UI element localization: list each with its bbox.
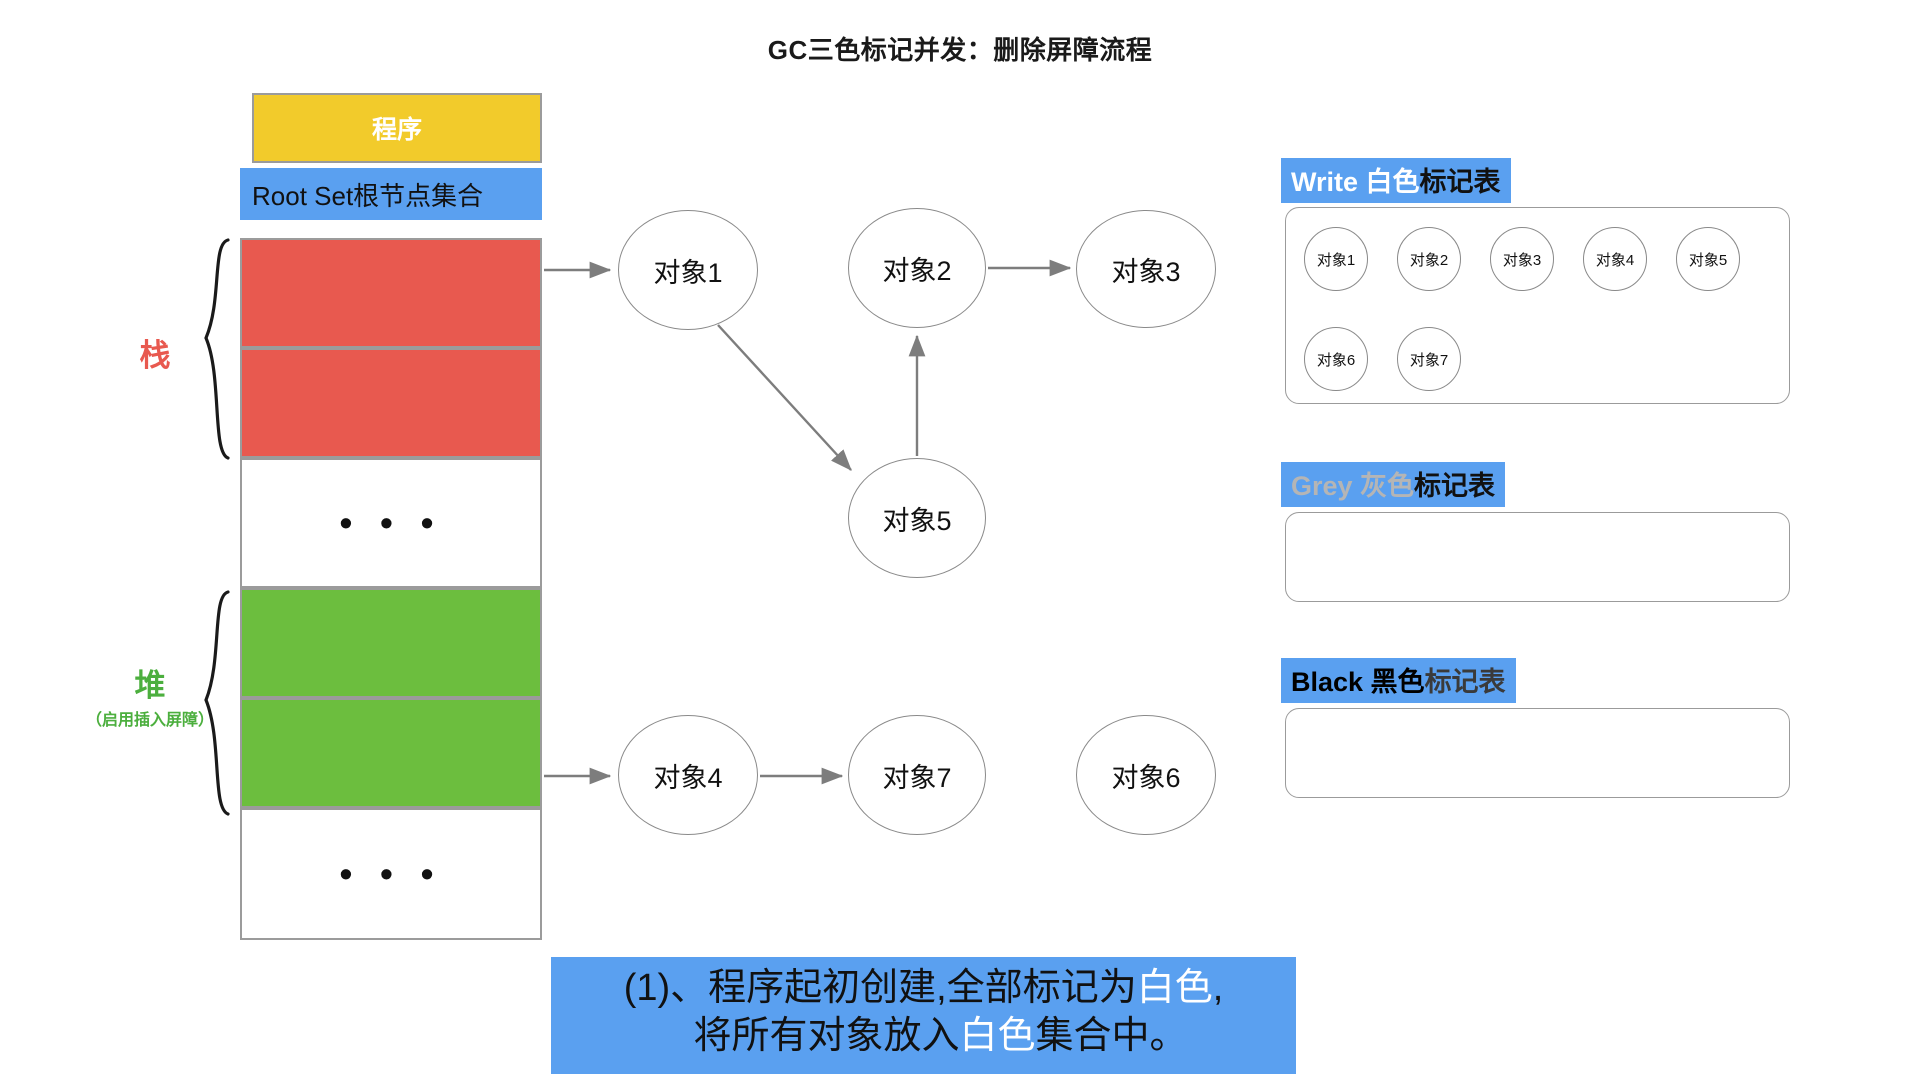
white-table-item-4: 对象4 <box>1583 227 1647 291</box>
white-table-item-4-label: 对象4 <box>1595 251 1635 269</box>
root-set-label: Root Set根节点集合 <box>252 180 484 211</box>
white-table-item-2-label: 对象2 <box>1409 251 1449 269</box>
graph-node-obj2-label: 对象2 <box>882 255 952 286</box>
graph-node-obj1-label: 对象1 <box>653 257 723 288</box>
graph-node-obj6-label: 对象6 <box>1111 762 1181 793</box>
grey-table-box <box>1285 512 1790 602</box>
graph-node-obj3: 对象3 <box>1076 210 1216 328</box>
white-table-header-en: Write 白色 <box>1291 167 1420 197</box>
caption-line2-pre: 将所有对象放入 <box>693 1014 960 1057</box>
white-table-item-3-label: 对象3 <box>1502 251 1542 269</box>
grey-table-header-en: Grey 灰色 <box>1291 471 1415 501</box>
heap-group-label: 堆 <box>134 668 166 703</box>
white-table-item-6-label: 对象6 <box>1316 351 1356 369</box>
white-table-item-5: 对象5 <box>1676 227 1740 291</box>
grey-table-header: Grey 灰色标记表 <box>1281 462 1506 507</box>
stack-slot-2 <box>240 348 542 458</box>
white-table-item-6: 对象6 <box>1304 327 1368 391</box>
heap-ellipsis-label: • • • <box>339 853 443 894</box>
caption-line2-post: 集合中。 <box>1035 1014 1188 1057</box>
graph-node-obj4: 对象4 <box>618 715 758 835</box>
stack-slot-1 <box>240 238 542 348</box>
heap-slot-1 <box>240 588 542 698</box>
graph-node-obj4-label: 对象4 <box>653 762 723 793</box>
caption-line-1: (1)、程序起初创建,全部标记为白色, <box>551 965 1296 1013</box>
black-table-header: Black 黑色标记表 <box>1281 658 1516 703</box>
caption-line1-post: , <box>1212 967 1224 1009</box>
root-set-box: Root Set根节点集合 <box>240 168 542 220</box>
white-table-item-7: 对象7 <box>1397 327 1461 391</box>
white-table-item-2: 对象2 <box>1397 227 1461 291</box>
graph-node-obj7-label: 对象7 <box>882 762 952 793</box>
graph-node-obj5: 对象5 <box>848 458 986 578</box>
black-table-box <box>1285 708 1790 798</box>
edge-obj1-to-obj5 <box>717 324 852 471</box>
grey-table-header-cn: 标记表 <box>1414 471 1496 501</box>
heap-slot-2 <box>240 698 542 808</box>
stack-group-label: 栈 <box>139 338 171 373</box>
heap-group-sublabel: （启用插入屏障） <box>85 712 214 729</box>
graph-node-obj2: 对象2 <box>848 208 986 328</box>
heap-ellipsis-cell: • • • <box>240 808 542 940</box>
caption-box: (1)、程序起初创建,全部标记为白色, 将所有对象放入白色集合中。 <box>551 957 1296 1074</box>
graph-node-obj5-label: 对象5 <box>882 505 952 536</box>
program-label: 程序 <box>371 116 422 144</box>
caption-line1-highlight: 白色 <box>1136 967 1213 1009</box>
white-table-header-cn: 标记表 <box>1419 167 1501 197</box>
graph-node-obj7: 对象7 <box>848 715 986 835</box>
caption-line2-highlight: 白色 <box>959 1014 1036 1057</box>
program-box: 程序 <box>252 93 542 163</box>
white-table-item-1-label: 对象1 <box>1316 251 1356 269</box>
black-table-header-en: Black 黑色 <box>1291 667 1425 697</box>
graph-node-obj6: 对象6 <box>1076 715 1216 835</box>
graph-node-obj1: 对象1 <box>618 210 758 330</box>
white-table-item-5-label: 对象5 <box>1688 251 1728 269</box>
white-table-item-1: 对象1 <box>1304 227 1368 291</box>
white-table-header: Write 白色标记表 <box>1281 158 1511 203</box>
page-title: GC三色标记并发：删除屏障流程 <box>767 35 1153 65</box>
black-table-header-cn: 标记表 <box>1424 667 1506 697</box>
stack-ellipsis-label: • • • <box>339 502 443 543</box>
stack-ellipsis-cell: • • • <box>240 458 542 588</box>
white-table-item-7-label: 对象7 <box>1409 351 1449 369</box>
caption-line-2: 将所有对象放入白色集合中。 <box>551 1013 1296 1061</box>
white-table-box: 对象1 对象2 对象3 对象4 对象5 对象6 对象7 <box>1285 207 1790 404</box>
white-table-item-3: 对象3 <box>1490 227 1554 291</box>
caption-line1-pre: (1)、程序起初创建,全部标记为 <box>623 967 1137 1009</box>
graph-node-obj3-label: 对象3 <box>1111 256 1181 287</box>
